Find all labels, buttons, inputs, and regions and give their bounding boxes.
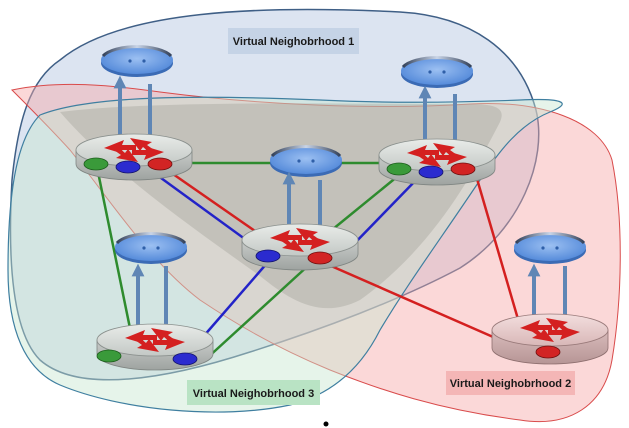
- router-arrows-icon: [407, 143, 467, 167]
- router-ports: [386, 162, 476, 179]
- host-top-right: [401, 56, 473, 88]
- router-arrows-icon: [104, 138, 164, 162]
- router-ports: [255, 249, 333, 265]
- port-blue: [172, 352, 198, 366]
- router-ports: [96, 349, 198, 366]
- router-ports: [83, 157, 173, 174]
- label-vn1: Virtual Neighobrhood 1: [233, 36, 354, 48]
- port-red: [450, 162, 476, 176]
- port-red: [147, 157, 173, 171]
- router-center: [241, 223, 359, 271]
- label-vn2: Virtual Neighobrhood 2: [450, 378, 571, 390]
- link-tl-center-blue: [149, 168, 261, 252]
- router-ports: [535, 345, 561, 359]
- link-tl-bl-green: [96, 171, 134, 339]
- link-tl-center-red: [159, 163, 269, 242]
- host-center: [270, 145, 342, 177]
- host-right: [514, 232, 586, 264]
- router-arrows-icon: [270, 228, 330, 252]
- port-blue: [115, 160, 141, 174]
- port-red: [307, 251, 333, 265]
- router-bottom-left: [96, 323, 214, 371]
- link-center-bl-blue: [195, 261, 269, 346]
- port-green: [83, 157, 109, 171]
- label-vn2-box: [446, 371, 575, 395]
- router-top-left: [75, 133, 193, 181]
- router-arrows-icon: [125, 328, 185, 352]
- port-blue: [255, 249, 281, 263]
- link-center-right-red: [321, 260, 501, 342]
- links: [96, 161, 522, 361]
- port-green: [386, 162, 412, 176]
- label-vn1-box: [228, 28, 359, 54]
- port-green: [96, 349, 122, 363]
- port-blue: [418, 165, 444, 179]
- neighborhood-labels: Virtual Neighobrhood 1 Virtual Neighobrh…: [187, 28, 575, 405]
- router-top-right: [378, 138, 496, 186]
- router-arrows-icon: [520, 318, 580, 342]
- port-red: [535, 345, 561, 359]
- routers: [75, 133, 609, 371]
- host-left: [115, 232, 187, 264]
- link-tr-center-blue: [349, 177, 419, 249]
- link-center-bl-green: [204, 263, 311, 361]
- host-top-left: [101, 45, 173, 77]
- label-vn3: Virtual Neighobrhood 3: [193, 388, 314, 400]
- hosts: [101, 45, 586, 264]
- link-tr-right-red: [473, 171, 522, 327]
- router-right: [491, 313, 609, 365]
- dot-marker: [323, 421, 329, 427]
- label-vn3-box: [187, 380, 320, 405]
